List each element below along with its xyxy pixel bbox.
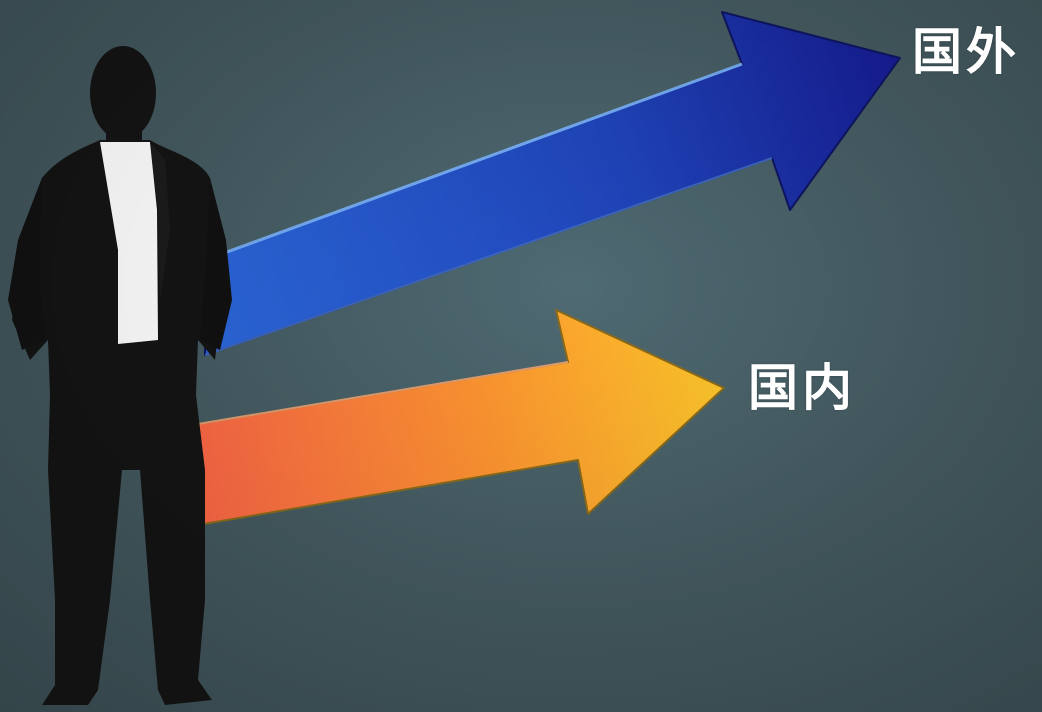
label-domestic: 国内 — [748, 359, 856, 417]
label-overseas: 国外 — [912, 23, 1020, 81]
